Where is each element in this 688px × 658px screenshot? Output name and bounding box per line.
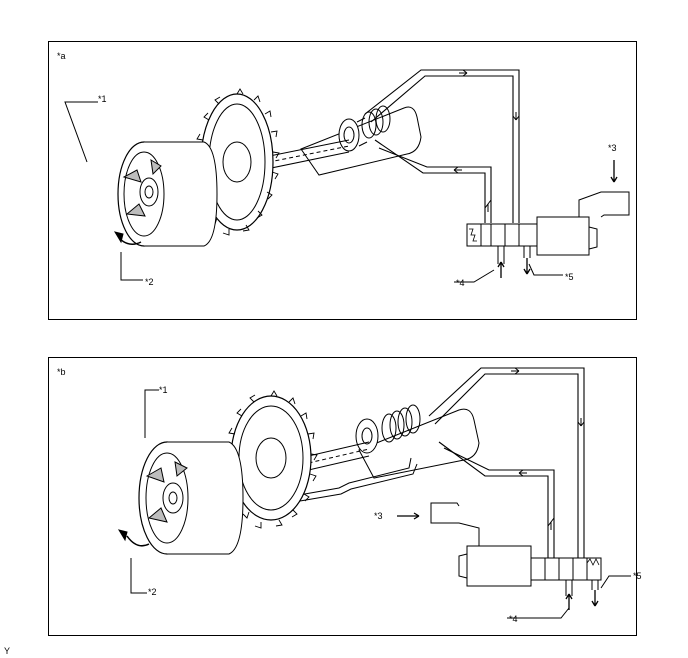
panel-b-callout-1: *1 (159, 385, 168, 395)
panel-b-callout-5: *5 (633, 571, 642, 581)
panel-b-callout-4: *4 (509, 614, 518, 624)
camshaft-journal (338, 118, 360, 152)
panel-a-label: *a (57, 51, 66, 61)
camshaft-journal (355, 418, 379, 454)
spool-valve-body (530, 557, 602, 581)
figure-code: Y (4, 646, 11, 656)
camshaft-body (300, 106, 422, 176)
oil-control-solenoid (536, 216, 590, 256)
diagram-panel-b: *b *1 *2 *3 *4 *5 (48, 357, 642, 636)
panel-a-callout-3: *3 (608, 143, 617, 153)
solenoid-connector (578, 191, 630, 218)
panel-a-callout-4: *4 (456, 278, 465, 288)
panel-a-callout-2: *2 (145, 277, 154, 287)
panel-b-callout-3: *3 (374, 511, 383, 521)
panel-a-callout-1: *1 (98, 94, 107, 104)
spool-valve-body (466, 223, 538, 247)
panel-b-label: *b (57, 367, 66, 377)
panel-a-callout-5: *5 (565, 272, 574, 282)
rotation-arrow (126, 535, 150, 547)
oil-control-solenoid (466, 545, 532, 587)
panel-a-drawing (64, 69, 630, 283)
panel-b-drawing (117, 367, 631, 619)
solenoid-connector (430, 502, 480, 546)
diagram-panel-a: *a *1 *2 *3 *4 *5 (48, 41, 637, 320)
panel-b-callout-2: *2 (148, 587, 157, 597)
